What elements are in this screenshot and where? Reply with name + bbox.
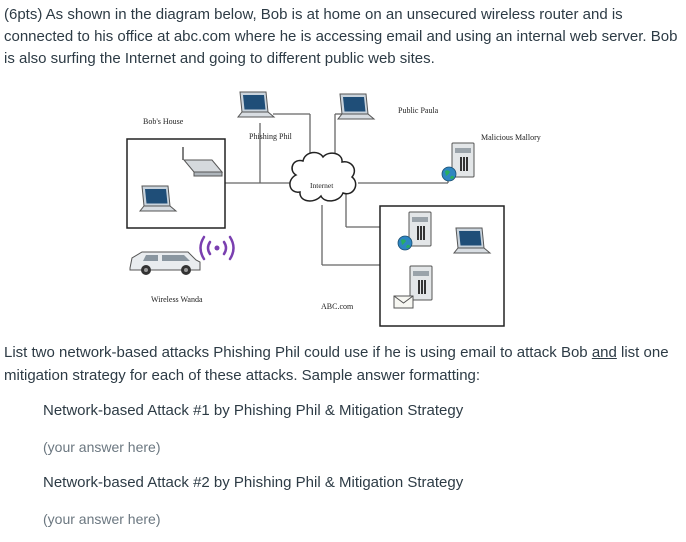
- public-paula-laptop-icon: [337, 93, 375, 120]
- public-paula-label: Public Paula: [398, 106, 439, 115]
- car-icon: [129, 251, 201, 275]
- bobs-house-label: Bob's House: [143, 117, 184, 126]
- abc-com-label: ABC.com: [321, 302, 354, 311]
- question-text: List two network-based attacks Phishing …: [4, 341, 684, 387]
- underlined-and: and: [591, 344, 617, 361]
- internet-cloud-icon: [289, 151, 357, 202]
- network-diagram: Bob's House Phishing Phil Public Paula M…: [126, 91, 541, 327]
- attack1-heading: Network-based Attack #1 by Phishing Phil…: [43, 402, 464, 419]
- malicious-mallory-label: Malicious Mallory: [481, 133, 541, 142]
- wireless-signal-icon: [199, 235, 235, 261]
- malicious-mallory-server-icon: [441, 142, 475, 182]
- phishing-phil-label: Phishing Phil: [249, 132, 293, 141]
- attack2-heading: Network-based Attack #2 by Phishing Phil…: [43, 474, 464, 491]
- wireless-wanda-label: Wireless Wanda: [151, 295, 203, 304]
- intro-paragraph: (6pts) As shown in the diagram below, Bo…: [4, 6, 678, 67]
- mail-server-icon: [393, 265, 433, 309]
- bobs-house-box: [126, 138, 226, 229]
- question-text-part1: List two network-based attacks Phishing …: [4, 344, 592, 361]
- attack2-answer-placeholder: (your answer here): [43, 511, 161, 527]
- wireless-router-icon: [182, 147, 224, 177]
- attack1-answer-placeholder: (your answer here): [43, 439, 161, 455]
- question-text-part2: list one mitigation strategy for each of…: [4, 344, 669, 384]
- phishing-phil-laptop-icon: [237, 91, 275, 118]
- internet-label: Internet: [310, 181, 334, 190]
